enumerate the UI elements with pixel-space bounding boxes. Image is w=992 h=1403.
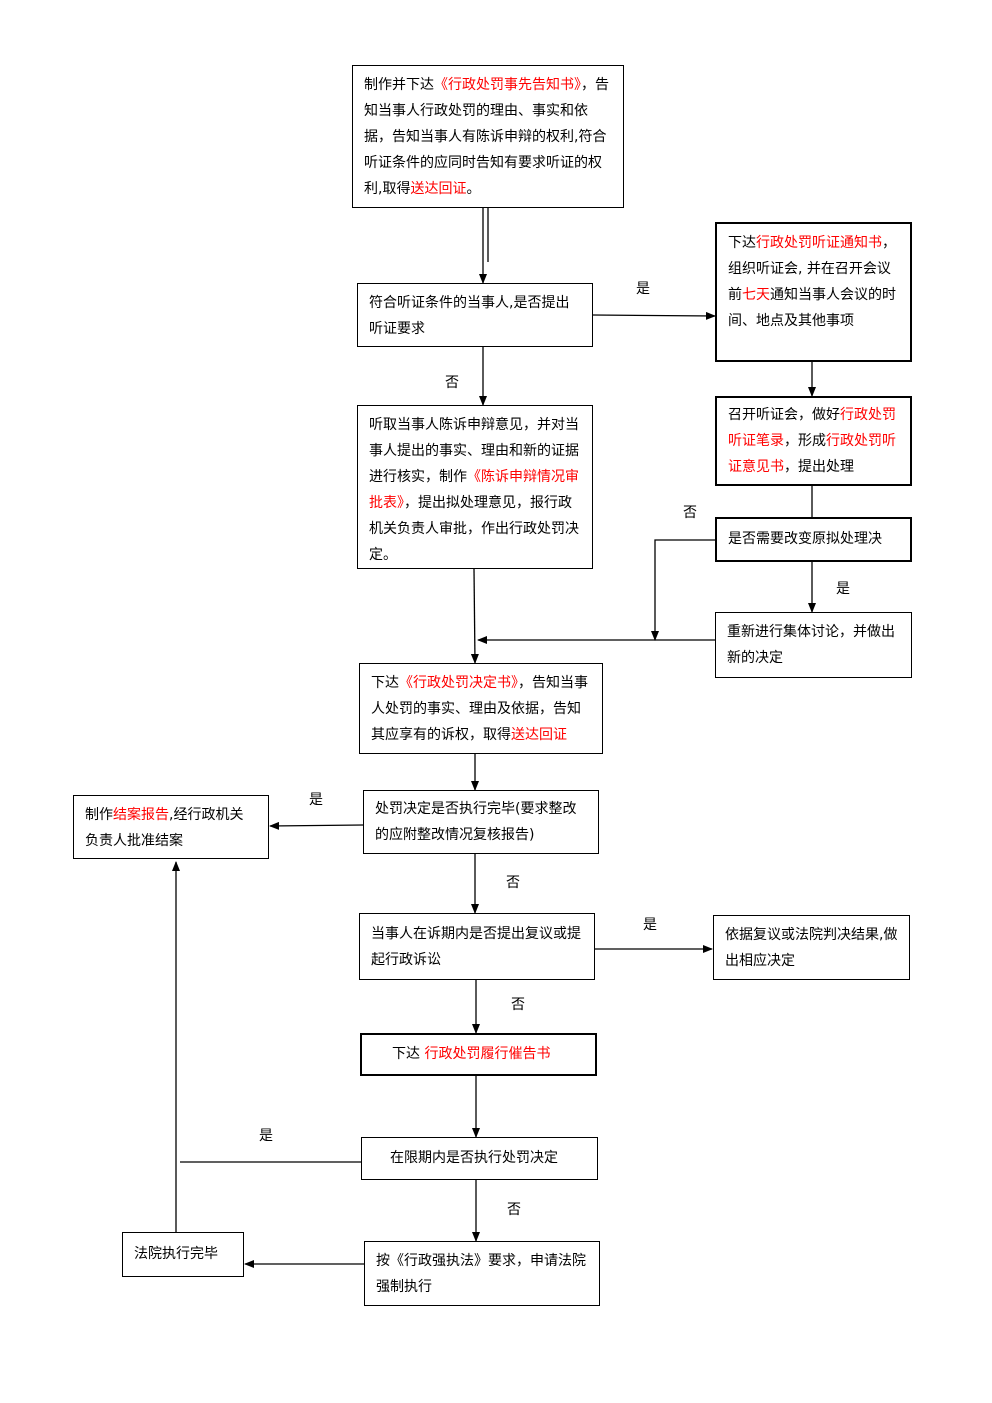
notice-box: 制作并下达《行政处罚事先告知书》，告知当事人行政处罚的理由、事实和依据，告知当事… xyxy=(352,65,624,208)
arrow-executed-yes xyxy=(269,821,364,830)
label-no-change: 否 xyxy=(683,505,697,521)
decision-box: 下达《行政处罚决定书》，告知当事人处罚的事实、理由及依据，告知其应享有的诉权，取… xyxy=(359,663,603,754)
enforce-box: 按《行政强执法》要求，申请法院强制执行 xyxy=(364,1241,600,1306)
urge-box: 下达 行政处罚履行催告书 xyxy=(360,1033,597,1076)
rediscuss-box: 重新进行集体讨论，并做出新的决定 xyxy=(715,612,912,678)
notice-doc-link: 《行政处罚事先告知书》 xyxy=(434,77,581,93)
hearing-notice-box: 下达行政处罚听证通知书，组织听证会, 并在召开会议前七天通知当事人会议的时间、地… xyxy=(715,222,912,362)
label-yes-hearing: 是 xyxy=(636,281,650,297)
label-yes-executed: 是 xyxy=(309,792,323,808)
change-decision-box: 是否需要改变原拟处理决 xyxy=(715,517,912,562)
deadline-box: 在限期内是否执行处罚决定 xyxy=(361,1137,598,1180)
label-no-hearing: 否 xyxy=(445,375,459,391)
listen-box: 听取当事人陈诉申辩意见，并对当事人提出的事实、理由和新的证据进行核实，制作《陈诉… xyxy=(357,405,593,569)
label-no-deadline: 否 xyxy=(507,1202,521,1218)
arrow-change-no xyxy=(651,539,715,641)
label-no-executed: 否 xyxy=(506,875,520,891)
label-no-review: 否 xyxy=(511,997,525,1013)
hold-hearing-box: 召开听证会，做好行政处罚听证笔录，形成行政处罚听证意见书，提出处理 xyxy=(715,396,912,486)
executed-box: 处罚决定是否执行完毕(要求整改的应附整改情况复核报告) xyxy=(363,790,599,854)
review-result-box: 依据复议或法院判决结果,做出相应决定 xyxy=(713,915,910,980)
arrow-request-yes xyxy=(592,311,716,320)
hearing-request-box: 符合听证条件的当事人,是否提出听证要求 xyxy=(357,283,593,347)
notice-receipt: 送达回证 xyxy=(410,181,467,197)
close-report-box: 制作结案报告,经行政机关负责人批准结案 xyxy=(73,795,269,859)
label-yes-deadline: 是 xyxy=(259,1128,273,1144)
review-box: 当事人在诉期内是否提出复议或提起行政诉讼 xyxy=(359,913,595,980)
label-yes-review: 是 xyxy=(643,917,657,933)
label-yes-change: 是 xyxy=(836,581,850,597)
arrow-listen-to-decision xyxy=(470,568,479,664)
court-done-box: 法院执行完毕 xyxy=(122,1232,244,1277)
